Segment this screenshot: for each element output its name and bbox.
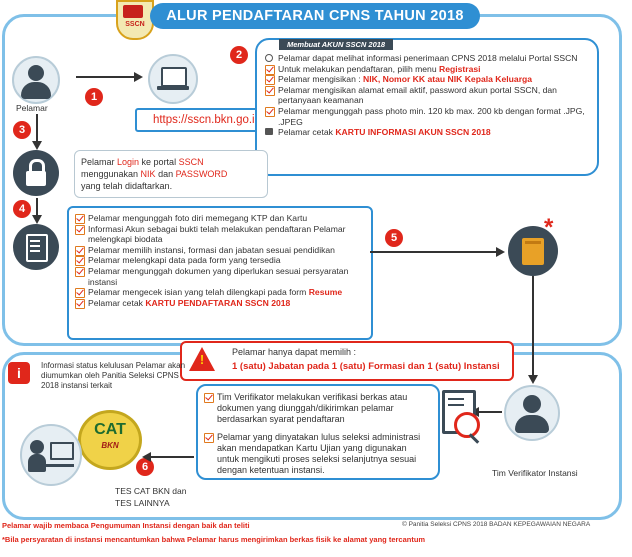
login-highlight: PASSWORD <box>175 169 228 179</box>
step-number-3: 3 <box>13 121 31 139</box>
account-step-highlight: KARTU INFORMASI AKUN SSCN 2018 <box>335 127 491 138</box>
form-step-text: Pelamar mengunggah foto diri memegang KT… <box>88 213 308 223</box>
account-step-text: Pelamar mengisikan : <box>278 74 364 85</box>
info-note: Informasi status kelulusan Pelamar akan … <box>41 361 186 390</box>
info-icon: i <box>8 362 30 384</box>
footer-copyright: © Panitia Seleksi CPNS 2018 BADAN KEPEGA… <box>402 521 591 528</box>
account-step-highlight: NIK, Nomor KK atau NIK Kepala Keluarga <box>363 74 533 85</box>
login-text: dan <box>155 169 176 179</box>
page-title: ALUR PENDAFTARAN CPNS TAHUN 2018 <box>150 3 480 29</box>
tes-label-1: TES CAT BKN dan <box>115 486 187 496</box>
account-step-text: Untuk melakukan pendaftaran, pilih menu <box>278 63 439 74</box>
account-box-title: Membuat AKUN SSCN 2018 <box>279 39 394 50</box>
cat-text: CAT <box>94 421 126 438</box>
envelope-icon <box>508 226 558 276</box>
document-check-icon <box>440 390 480 446</box>
laptop-icon <box>148 54 198 104</box>
account-step-highlight: Registrasi <box>439 63 481 74</box>
account-step-text: Pelamar mengisikan alamat email aktif, p… <box>278 84 557 106</box>
choice-line-1: Pelamar hanya dapat memilih : <box>232 347 357 357</box>
logo-text: SSCN <box>125 21 145 28</box>
verification-step-text: Tim Verifikator melakukan verifikasi ber… <box>217 392 408 424</box>
verification-list: Tim Verifikator melakukan verifikasi ber… <box>204 392 430 476</box>
account-step-text: Pelamar mengunggah pass photo min. 120 k… <box>278 105 585 127</box>
login-text: menggunakan <box>81 169 141 179</box>
verifier-label: Tim Verifikator Instansi <box>492 468 578 478</box>
verification-step-text: Pelamar yang dinyatakan lulus seleksi ad… <box>217 432 421 475</box>
search-icon <box>265 54 273 62</box>
verification-step: Pelamar yang dinyatakan lulus seleksi ad… <box>204 432 430 476</box>
account-step: Pelamar mengunggah pass photo min. 120 k… <box>265 106 590 127</box>
form-step-text: Pelamar memilih instansi, formasi dan ja… <box>88 244 335 255</box>
form-step-text: Pelamar mengecek isian yang telah dileng… <box>88 287 309 298</box>
form-box: Pelamar mengunggah foto diri memegang KT… <box>67 206 373 340</box>
form-step: Pelamar cetak KARTU PENDAFTARAN SSCN 201… <box>75 298 365 309</box>
form-step-highlight: KARTU PENDAFTARAN SSCN 2018 <box>145 297 291 308</box>
cat-bkn-logo: CAT BKN <box>78 410 142 470</box>
form-step: Pelamar mengunggah foto diri memegang KT… <box>75 213 365 224</box>
form-step-highlight: Resume <box>308 287 343 298</box>
form-step-text: Pelamar melengkapi data pada form yang t… <box>88 255 281 266</box>
form-step-text: Pelamar mengunggah dokumen yang diperluk… <box>88 265 349 287</box>
form-icon <box>13 224 59 270</box>
form-step: Pelamar mengecek isian yang telah dileng… <box>75 287 365 299</box>
form-step: Pelamar memilih instansi, formasi dan ja… <box>75 245 365 256</box>
login-text: Pelamar <box>81 157 118 167</box>
form-step: Informasi Akun sebagai bukti telah melak… <box>75 224 365 245</box>
login-highlight: NIK <box>140 169 156 179</box>
account-step-text: Pelamar cetak <box>278 127 336 138</box>
form-step-text: Pelamar cetak <box>88 297 146 308</box>
account-step: Untuk melakukan pendaftaran, pilih menu … <box>265 64 590 75</box>
step-number-6: 6 <box>136 458 154 476</box>
form-steps-list: Pelamar mengunggah foto diri memegang KT… <box>75 213 365 309</box>
account-box: Membuat AKUN SSCN 2018 Pelamar dapat mel… <box>255 38 599 176</box>
account-step: Pelamar mengisikan : NIK, Nomor KK atau … <box>265 74 590 86</box>
sscn-logo: SSCN <box>116 0 154 40</box>
warning-icon <box>189 347 215 371</box>
form-step-text: Informasi Akun sebagai bukti telah melak… <box>88 223 346 245</box>
computer-test-icon <box>20 424 82 486</box>
verifier-user-icon <box>504 385 560 441</box>
step-number-4: 4 <box>13 200 31 218</box>
form-step: Pelamar melengkapi data pada form yang t… <box>75 255 365 267</box>
user-icon <box>12 56 60 104</box>
portal-url-link[interactable]: https://sscn.bkn.go.id <box>135 108 279 132</box>
login-highlight: SSCN <box>178 157 204 167</box>
bkn-text: BKN <box>101 441 119 450</box>
account-step: Pelamar cetak KARTU INFORMASI AKUN SSCN … <box>265 127 590 138</box>
footer-note-1: Pelamar wajib membaca Pengumuman Instans… <box>2 521 250 530</box>
account-step-text: Pelamar dapat melihat informasi penerima… <box>278 53 578 63</box>
login-box: Pelamar Login ke portal SSCN menggunakan… <box>74 150 268 198</box>
step-number-2: 2 <box>230 46 248 64</box>
account-step: Pelamar mengisikan alamat email aktif, p… <box>265 85 590 106</box>
verification-box: Tim Verifikator melakukan verifikasi ber… <box>196 384 440 480</box>
verification-step: Tim Verifikator melakukan verifikasi ber… <box>204 392 430 425</box>
asterisk-mark: * <box>544 214 554 241</box>
footer-note-2: *Bila persyaratan di instansi mencantumk… <box>2 535 426 544</box>
account-steps-list: Pelamar dapat melihat informasi penerima… <box>265 53 590 138</box>
form-step: Pelamar mengunggah dokumen yang diperluk… <box>75 266 365 287</box>
portal-url-text: https://sscn.bkn.go.id <box>152 114 262 126</box>
tes-label-2: TES LAINNYA <box>115 498 170 508</box>
actor-label: Pelamar <box>16 103 48 113</box>
choice-line-2: 1 (satu) Jabatan pada 1 (satu) Formasi d… <box>232 361 500 372</box>
printer-icon <box>265 128 273 136</box>
login-text: ke portal <box>139 157 179 167</box>
padlock-icon <box>13 150 59 196</box>
account-step: Pelamar dapat melihat informasi penerima… <box>265 53 590 64</box>
login-highlight: Login <box>117 157 140 167</box>
login-text: yang telah didaftarkan. <box>81 181 173 191</box>
step-number-1: 1 <box>85 88 103 106</box>
step-number-5: 5 <box>385 229 403 247</box>
choice-box: ! Pelamar hanya dapat memilih : 1 (satu)… <box>180 341 514 381</box>
